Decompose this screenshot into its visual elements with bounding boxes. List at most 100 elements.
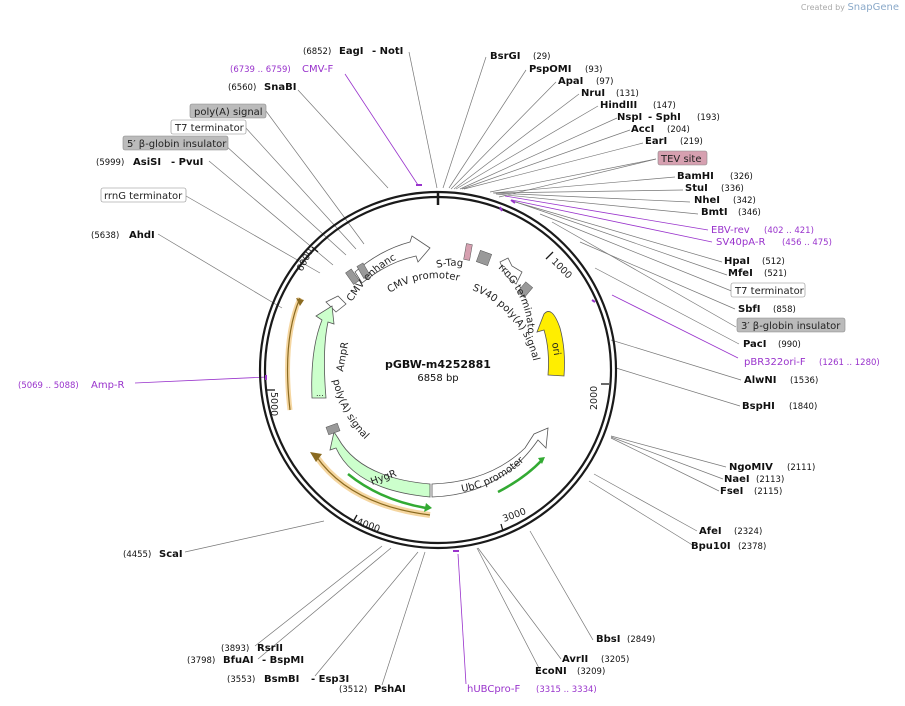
- ori-arrow: [536, 311, 565, 377]
- ampr-label: AmpR: [335, 341, 351, 372]
- primer-name: hUBCpro-F: [467, 684, 520, 695]
- site-position: (3512): [339, 685, 367, 695]
- site-name: BbsI: [596, 634, 620, 645]
- site-name: NruI: [581, 88, 605, 99]
- tick-label: 4000: [355, 516, 381, 535]
- site-position: (3798): [187, 656, 215, 666]
- t7-terminator-box-left: [345, 268, 360, 285]
- site-position: (3209): [577, 667, 605, 677]
- site-name: SphI: [656, 112, 681, 123]
- site-name: NspI: [617, 112, 642, 123]
- ampr-orf-line: [286, 297, 301, 411]
- site-position: (4455): [123, 550, 151, 560]
- site-name: FseI: [720, 486, 743, 497]
- boxed-label: TEV site: [660, 154, 702, 165]
- site-name: HindIII: [600, 100, 637, 111]
- site-name: AccI: [631, 124, 654, 135]
- primer-name: SV40pA-R: [716, 237, 765, 248]
- site-name: Bpu10I: [691, 541, 731, 552]
- primer-range: (1261 .. 1280): [819, 358, 880, 368]
- svg-text:- Esp3I: - Esp3I: [311, 674, 349, 685]
- site-name: EarI: [645, 136, 667, 147]
- site-position: (342): [733, 196, 756, 206]
- boxed-label: T7 terminator: [174, 123, 245, 134]
- backbone-outer: [258, 190, 618, 550]
- hygr-orf-head: [310, 452, 322, 462]
- tick-label: 5000: [268, 392, 279, 416]
- boxed-label: T7 terminator: [734, 286, 805, 297]
- tick-label: 1000: [549, 256, 574, 281]
- tick-label: 2000: [589, 386, 600, 410]
- svg-text:- NotI: - NotI: [372, 46, 403, 57]
- site-position: (521): [764, 269, 787, 279]
- cmv-promoter-label: CMV promoter: [386, 270, 462, 296]
- site-name: BamHI: [677, 171, 714, 182]
- site-name: RsrII: [257, 643, 283, 654]
- site-position: (2111): [787, 463, 815, 473]
- site-name: NaeI: [724, 474, 750, 485]
- site-name: SnaBI: [264, 82, 296, 93]
- site-position: (29): [533, 52, 550, 62]
- site-name: PvuI: [179, 157, 204, 168]
- leader-lines: [157, 51, 742, 686]
- credit-prefix: Created by: [800, 3, 845, 12]
- site-labels: (6852) EagI - NotI BsrGI (29) PspOMI (93…: [91, 46, 818, 695]
- site-position: (326): [730, 172, 753, 182]
- site-name: BmtI: [701, 207, 728, 218]
- backbone: [258, 190, 618, 550]
- hygr-inner-arrow: [347, 473, 427, 510]
- site-position: (1536): [790, 376, 818, 386]
- tick-label: 3000: [501, 506, 527, 525]
- site-name: NotI: [380, 46, 404, 57]
- site-name: StuI: [685, 183, 708, 194]
- t7-terminator-box-right: [517, 281, 534, 298]
- globin-insulator-box-left: [356, 262, 371, 279]
- site-position: (219): [680, 137, 703, 147]
- ubc-inner-head: [538, 457, 545, 464]
- site-name: HpaI: [724, 256, 750, 267]
- plasmid-name: pGBW-m4252881: [385, 358, 491, 371]
- site-position: (147): [653, 101, 676, 111]
- site-position: (5638): [91, 231, 119, 241]
- boxed-label: rrnG terminator: [104, 191, 183, 202]
- site-name: NgoMIV: [729, 462, 773, 473]
- snapgene-brand: SnapGene: [847, 2, 899, 13]
- site-position: (512): [762, 257, 785, 267]
- site-position: (990): [778, 340, 801, 350]
- site-position: (2849): [627, 635, 655, 645]
- site-position: (131): [616, 89, 639, 99]
- ampr-orf-head: [296, 298, 304, 306]
- site-position: (5999): [96, 158, 124, 168]
- boxed-labels: poly(A) signal T7 terminator 5′ β-globin…: [100, 103, 846, 333]
- site-name: EagI: [339, 46, 363, 57]
- site-position: (1840): [789, 402, 817, 412]
- site-name: PacI: [743, 339, 766, 350]
- primer-name: EBV-rev: [711, 225, 750, 236]
- site-position: (3205): [601, 655, 629, 665]
- ubc-promoter-arrow: [431, 427, 549, 498]
- boxed-label: 3′ β-globin insulator: [741, 321, 841, 332]
- site-position: (2113): [756, 475, 784, 485]
- ubc-label: UbC promoter: [460, 454, 526, 495]
- primer-name: pBR322ori-F: [744, 357, 806, 368]
- site-name: ApaI: [558, 76, 583, 87]
- site-name: MfeI: [728, 268, 753, 279]
- site-name: ScaI: [159, 549, 183, 560]
- primer-range: (5069 .. 5088): [18, 381, 79, 391]
- primer-range: (3315 .. 3334): [536, 685, 597, 695]
- site-position: (858): [773, 305, 796, 315]
- snapgene-credit: Created by SnapGene: [801, 2, 899, 13]
- site-position: (336): [721, 184, 744, 194]
- ampr-cut-label: ...: [316, 389, 324, 398]
- svg-text:- BspMI: - BspMI: [262, 655, 304, 666]
- site-position: (193): [697, 113, 720, 123]
- primer-range: (456 .. 475): [782, 238, 832, 248]
- tick-marks: [267, 246, 609, 532]
- sv40-box: [475, 249, 493, 267]
- svg-text:- SphI: - SphI: [648, 112, 681, 123]
- site-position: (3893): [221, 644, 249, 654]
- primer-leaders: [134, 73, 739, 685]
- primer-marks: [265, 184, 596, 552]
- site-name: AsiSI: [133, 157, 161, 168]
